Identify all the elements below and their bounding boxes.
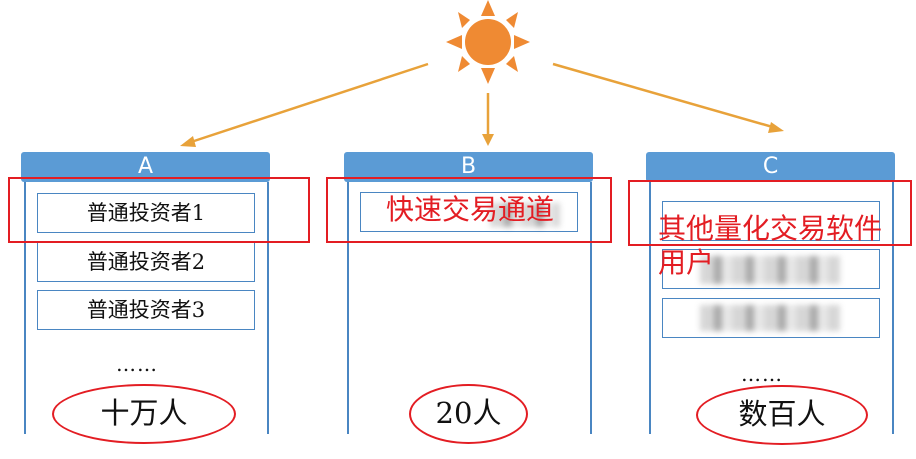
highlight-investor-1 [8,177,310,243]
arrow-left [187,62,429,145]
column-c-ellipsis: …… [741,362,783,386]
investor-box-3: 普通投资者3 [37,290,255,330]
quant-box-1 [662,201,880,241]
highlight-fast-channel [326,177,612,243]
quant-users-label: 其他量化交易软件 用户 [658,212,914,280]
column-b-rail-left [347,182,349,434]
arrow-right [552,62,777,130]
column-a-count: 十万人 [52,384,236,444]
column-c-count: 数百人 [696,385,868,445]
column-a-rail-right [267,182,269,434]
column-b-count: 20人 [409,384,528,444]
column-c-rail-right [892,182,894,434]
sun-icon [446,0,530,84]
highlight-quant-users [628,180,912,246]
column-b-rail-right [590,182,592,434]
column-a-ellipsis: …… [116,352,158,376]
redacted-box-3-text [700,305,840,331]
redacted-box-text [490,203,560,227]
investor-box-1: 普通投资者1 [37,193,255,233]
column-a-rail-left [24,182,26,434]
quant-users-label-line1: 其他量化交易软件 [658,212,883,245]
column-c-rail-left [649,182,651,434]
column-c-header: C [646,152,895,182]
quant-users-label-line2: 用户 [658,246,715,279]
fast-channel-label: 快速交易通道 [386,193,555,226]
redacted-box-2-text [700,256,840,284]
investor-box-2: 普通投资者2 [37,242,255,282]
